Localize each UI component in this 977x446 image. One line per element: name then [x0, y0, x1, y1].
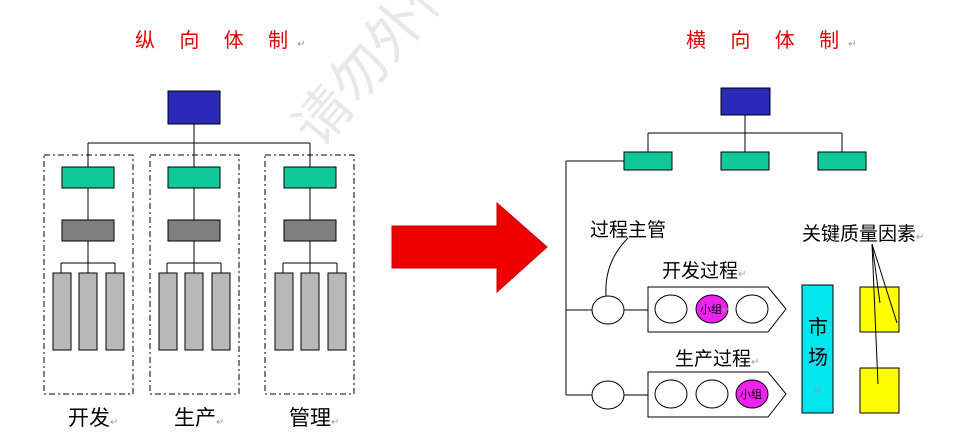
- quality-factor-box: [859, 367, 900, 414]
- callout-line: [871, 243, 881, 304]
- dept-head-box-right: [623, 151, 673, 171]
- team-circle: [735, 294, 769, 324]
- dept-head-box-right: [817, 151, 867, 171]
- staff-box: [211, 272, 231, 351]
- quality-factors-label: 关键质量因素↵: [802, 223, 925, 245]
- team-circle: [654, 379, 688, 409]
- dept-head-box: [167, 166, 221, 189]
- process-owner-node: [591, 380, 625, 410]
- team-circle: [654, 294, 688, 324]
- dev-process-label: 开发过程↵: [662, 260, 747, 282]
- dept-frame-dev: [43, 154, 134, 395]
- callout-line: [871, 243, 898, 324]
- team-label: 小组: [740, 388, 762, 401]
- dept-head-box-right: [720, 151, 770, 171]
- process-owner-node: [591, 295, 625, 325]
- staff-box: [78, 272, 98, 351]
- org-top-box-right: [720, 87, 771, 116]
- staff-box: [184, 272, 204, 351]
- section-box: [167, 219, 221, 242]
- dept-frame-prod: [149, 154, 240, 395]
- quality-factor-box: [859, 286, 900, 333]
- callout-line: [871, 243, 879, 385]
- dept-frame-mgmt: [264, 154, 355, 395]
- staff-box: [105, 272, 125, 351]
- vertical-system-title: 纵 向 体 制↵: [135, 28, 315, 52]
- team-circle-highlight: [695, 294, 729, 324]
- dept-head-box: [283, 166, 337, 189]
- staff-box: [300, 272, 320, 351]
- market-box: [801, 284, 834, 414]
- section-box: [61, 219, 115, 242]
- team-circle-highlight: [735, 379, 769, 409]
- section-box: [283, 219, 337, 242]
- staff-box: [158, 272, 178, 351]
- dept-label-mgmt: 管理↵: [289, 406, 340, 430]
- dept-head-box: [61, 166, 115, 189]
- org-top-box: [167, 90, 221, 125]
- team-circle: [695, 379, 729, 409]
- prod-process-label: 生产过程↵: [675, 348, 760, 370]
- horizontal-system-title: 横 向 体 制↵: [686, 28, 866, 52]
- callout-line: [605, 237, 629, 297]
- transition-arrow: [391, 201, 548, 294]
- staff-box: [52, 272, 72, 351]
- staff-box: [274, 272, 294, 351]
- dept-label-dev: 开发↵: [68, 406, 119, 430]
- process-owner-label: 过程主管: [590, 219, 667, 241]
- market-label: 市 场↵: [808, 315, 828, 397]
- dept-label-prod: 生产↵: [174, 406, 225, 430]
- staff-box: [327, 272, 347, 351]
- watermark: 请勿外传: [282, 0, 473, 158]
- team-label: 小组↵: [700, 303, 731, 316]
